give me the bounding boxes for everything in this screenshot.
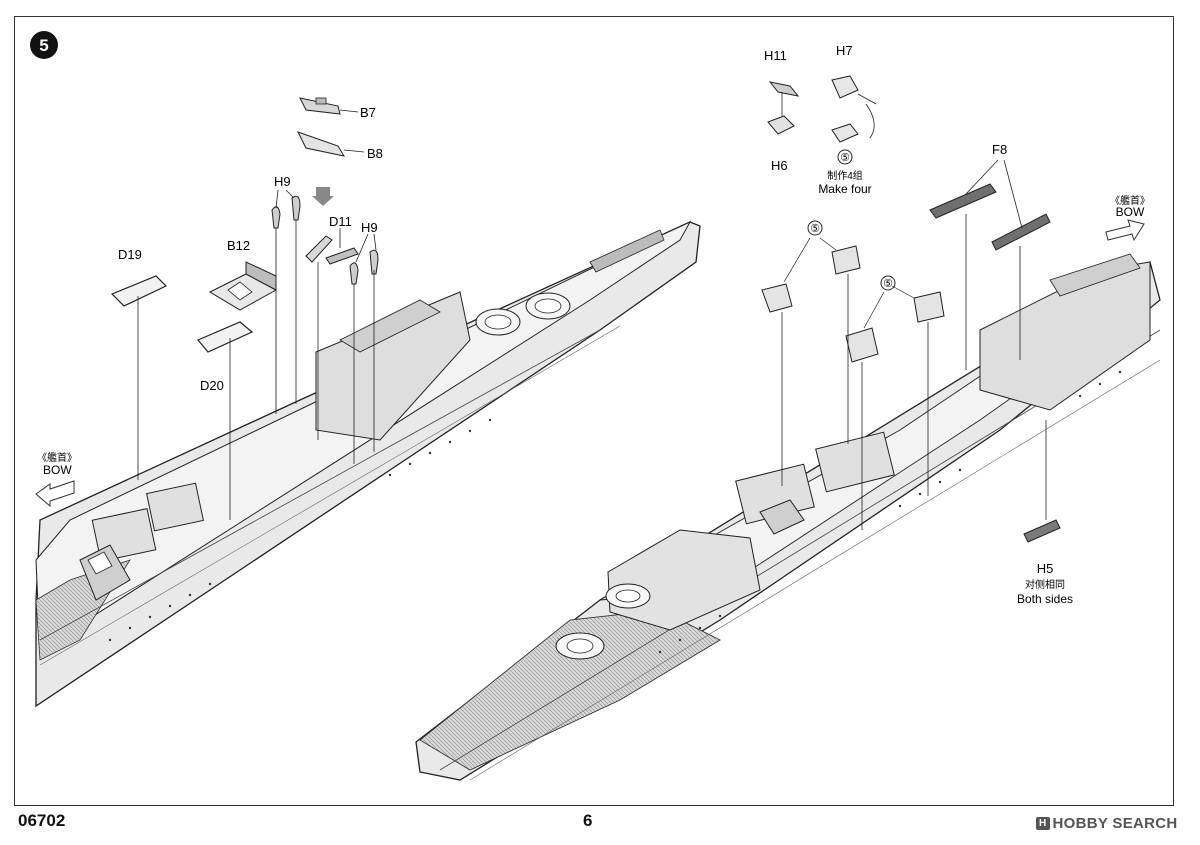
both-sides-en: Both sides (1017, 592, 1073, 606)
subassembly-ref-2: ⑤ (883, 278, 893, 290)
part-d20 (197, 321, 254, 520)
both-sides-cn: 对侧相同 (1025, 578, 1065, 591)
part-h5 (1023, 420, 1061, 543)
step-badge: 5 (30, 31, 58, 59)
bow-right-en: BOW (1116, 205, 1145, 219)
make-four-cn: 制作4组 (827, 169, 863, 182)
part-d11 (305, 228, 359, 440)
label-b8: B8 (367, 146, 383, 161)
right-hull (415, 253, 1161, 781)
left-hull (35, 220, 701, 708)
part-b12 (208, 261, 278, 311)
part-h11 (768, 81, 800, 116)
bow-arrow-left-icon (35, 480, 75, 508)
bow-left-cn: 《艦首》 (37, 451, 77, 464)
subassembly-ref-circle (807, 220, 823, 236)
label-h6: H6 (771, 158, 788, 173)
subassembly-ref-circle (880, 275, 896, 291)
instruction-sheet-frame (14, 16, 1174, 806)
part-b7 (299, 97, 359, 115)
label-h7: H7 (836, 43, 853, 58)
model-number: 06702 (18, 811, 66, 830)
label-h11: H11 (764, 48, 787, 63)
label-h5: H5 (1037, 561, 1054, 576)
label-d11: D11 (329, 214, 352, 229)
bow-arrow-right-icon (1105, 219, 1145, 242)
label-h9-right: H9 (361, 220, 378, 235)
bow-right-cn: 《艦首》 (1110, 194, 1150, 207)
page-number: 6 (583, 811, 593, 830)
part-h9-left (271, 189, 301, 414)
part-h9-right (349, 233, 379, 464)
part-f8 (929, 159, 1051, 370)
watermark-logo-icon: H (1036, 817, 1050, 830)
subassembly-ref-3: ⑤ (840, 152, 850, 164)
step-number: 5 (39, 36, 48, 55)
label-b12: B12 (227, 238, 250, 253)
label-d19: D19 (118, 247, 142, 262)
bow-left-en: BOW (43, 463, 72, 477)
label-b7: B7 (360, 105, 376, 120)
label-d20: D20 (200, 378, 224, 393)
label-h9-left: H9 (274, 174, 291, 189)
part-h6 (767, 115, 795, 135)
turret-subassemblies (761, 237, 945, 530)
make-four-en: Make four (818, 182, 871, 196)
subassembly-ref-1: ⑤ (810, 223, 820, 235)
label-f8: F8 (992, 142, 1007, 157)
part-b8 (297, 131, 365, 157)
watermark-text: HOBBY SEARCH (1052, 815, 1178, 832)
part-h7 (831, 75, 877, 143)
part-d19 (110, 275, 168, 480)
down-arrow-icon (312, 187, 334, 206)
subassembly-ref-circle (837, 149, 853, 165)
